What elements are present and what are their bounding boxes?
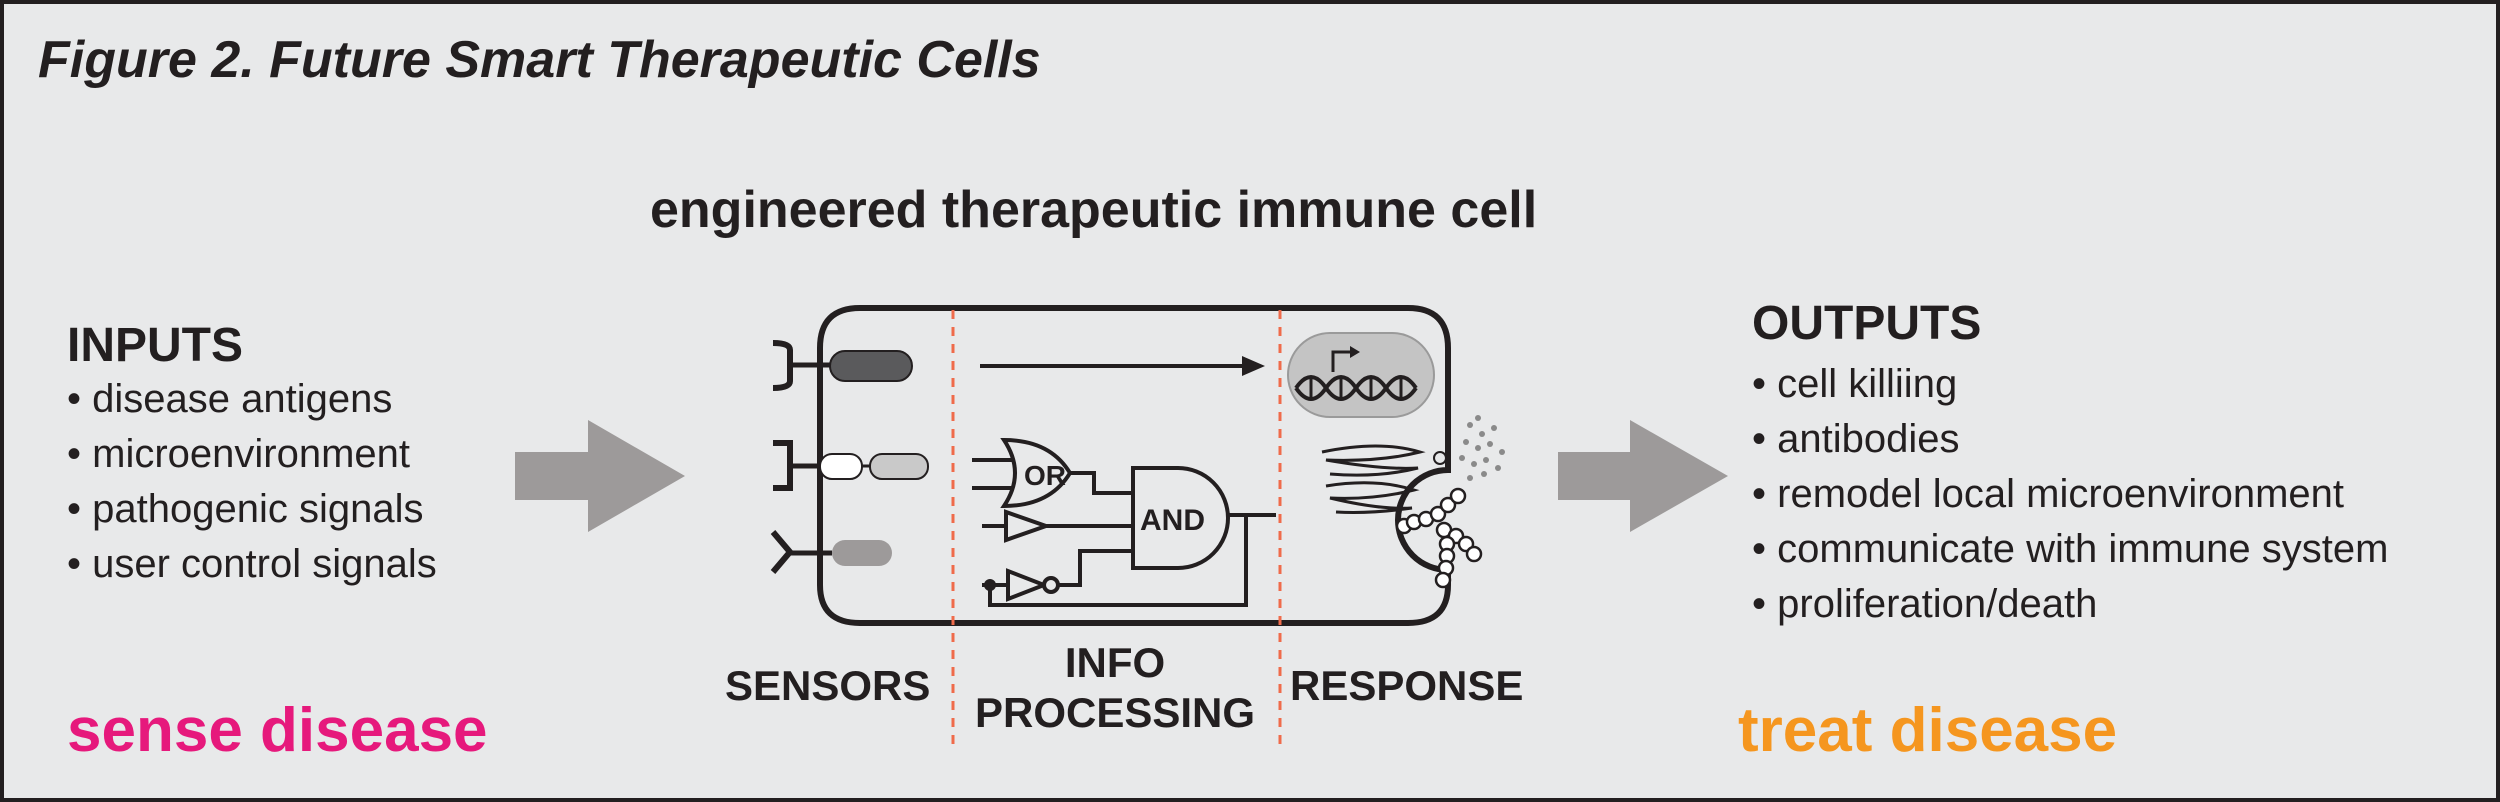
secretion-dots-icon — [1433, 415, 1505, 481]
response-label: RESPONSE — [1290, 662, 1524, 709]
output-item: communicate with immune system — [1752, 522, 2388, 577]
output-item: antibodies — [1752, 412, 2388, 467]
outputs-heading: OUTPUTS — [1752, 297, 1982, 350]
or-gate-label: OR — [1024, 460, 1066, 491]
cell-outline — [817, 305, 1451, 626]
input-item: microenvironment — [67, 427, 437, 482]
cell-title: engineered therapeutic immune cell — [650, 181, 1538, 239]
input-item: pathogenic signals — [67, 482, 437, 537]
figure-title: Figure 2. Future Smart Therapeutic Cells — [38, 31, 1041, 89]
output-item: proliferation/death — [1752, 577, 2388, 632]
wire — [1058, 549, 1133, 587]
output-arrow — [1558, 420, 1728, 532]
protein-icon — [1321, 444, 1426, 514]
input-arrow — [515, 420, 685, 532]
receptor-icon — [770, 530, 892, 574]
wire — [1070, 471, 1133, 495]
output-item: remodel local microenvironment — [1752, 467, 2388, 522]
sensors-label: SENSORS — [725, 662, 931, 709]
treat-disease-label: treat disease — [1738, 696, 2118, 765]
or-gate: OR — [972, 437, 1073, 509]
antibody-icon — [1395, 487, 1483, 589]
input-item: disease antigens — [67, 372, 437, 427]
sense-disease-label: sense disease — [67, 696, 488, 765]
input-item: user control signals — [67, 537, 437, 592]
and-gate-label: AND — [1140, 504, 1205, 537]
not-gate — [982, 568, 1060, 602]
receptor-icon — [772, 340, 913, 391]
dna-icon — [1287, 332, 1435, 418]
receptor-icon — [773, 440, 929, 491]
buffer-gate — [982, 509, 1053, 543]
outputs-list: cell killiing antibodies remodel local m… — [1752, 357, 2388, 632]
inputs-heading: INPUTS — [67, 319, 244, 372]
signal-arrow — [980, 356, 1265, 376]
and-gate: AND — [1131, 466, 1230, 570]
inputs-list: disease antigens microenvironment pathog… — [67, 372, 437, 592]
info-processing-label: INFO PROCESSING — [974, 639, 1256, 736]
output-item: cell killiing — [1752, 357, 2388, 412]
